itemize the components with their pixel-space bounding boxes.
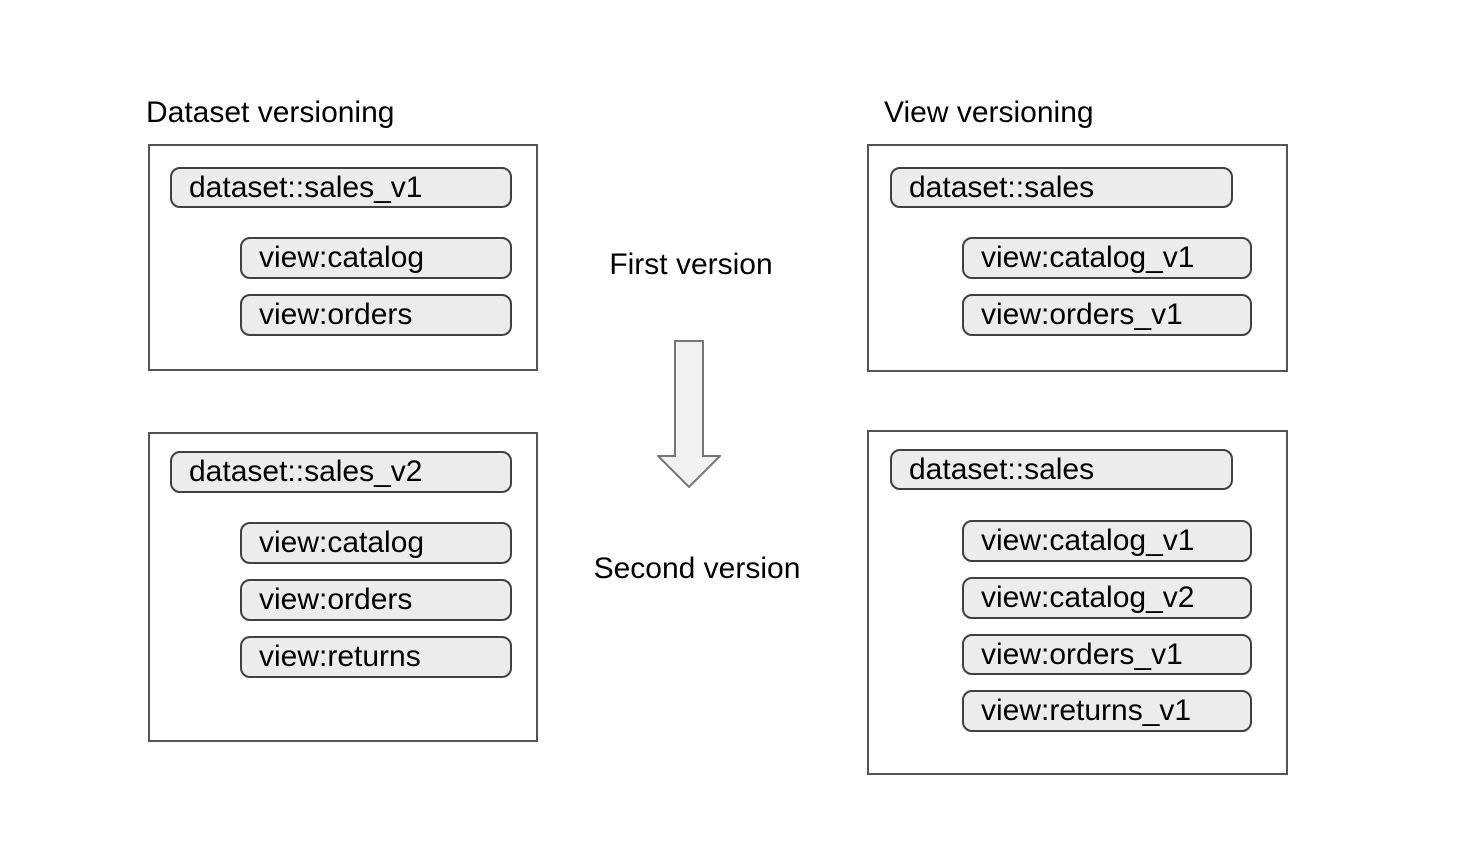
view-catalog-v2-pill: view:catalog_v2 xyxy=(962,577,1252,619)
view-orders-pill: view:orders xyxy=(240,579,512,621)
view-versioning-v2-box: dataset::sales view:catalog_v1 view:cata… xyxy=(867,430,1288,775)
dataset-versioning-v2-box: dataset::sales_v2 view:catalog view:orde… xyxy=(148,432,538,742)
view-orders-v1-pill: view:orders_v1 xyxy=(962,294,1252,336)
view-catalog-pill: view:catalog xyxy=(240,522,512,564)
dataset-sales-pill: dataset::sales xyxy=(890,167,1233,208)
view-returns-v1-pill: view:returns_v1 xyxy=(962,690,1252,732)
view-returns-pill: view:returns xyxy=(240,636,512,678)
column-title-view-versioning: View versioning xyxy=(884,96,1094,129)
down-arrow-icon xyxy=(655,340,723,489)
view-catalog-pill: view:catalog xyxy=(240,237,512,279)
view-catalog-v1-pill: view:catalog_v1 xyxy=(962,520,1252,562)
view-orders-pill: view:orders xyxy=(240,294,512,336)
first-version-label: First version xyxy=(609,248,773,281)
second-version-label: Second version xyxy=(593,552,801,585)
column-title-dataset-versioning: Dataset versioning xyxy=(146,96,395,129)
dataset-sales-v1-pill: dataset::sales_v1 xyxy=(170,167,512,208)
view-versioning-v1-box: dataset::sales view:catalog_v1 view:orde… xyxy=(867,144,1288,372)
dataset-sales-pill: dataset::sales xyxy=(890,449,1233,490)
view-orders-v1-pill: view:orders_v1 xyxy=(962,634,1252,675)
view-catalog-v1-pill: view:catalog_v1 xyxy=(962,237,1252,279)
dataset-sales-v2-pill: dataset::sales_v2 xyxy=(170,451,512,493)
dataset-versioning-v1-box: dataset::sales_v1 view:catalog view:orde… xyxy=(148,144,538,371)
